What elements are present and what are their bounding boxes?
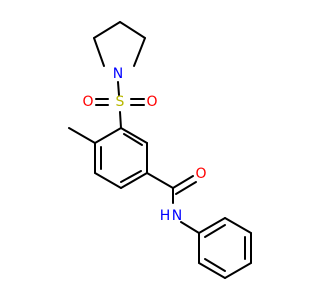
bond <box>94 172 122 189</box>
benzene-ring-phenyl <box>198 217 252 279</box>
structure-svg: N S O O O N H <box>68 21 252 279</box>
bond <box>93 21 121 39</box>
atom-label-h-amide: H <box>160 208 171 224</box>
atom-label-o-left: O <box>82 94 93 110</box>
bond <box>93 37 105 67</box>
bond <box>198 262 226 279</box>
molecule-diagram: N S O O O N H <box>68 21 252 279</box>
atom-label-o-right: O <box>146 94 157 110</box>
atom-label-n-amide: N <box>172 208 182 224</box>
bond-s-ring <box>119 111 122 129</box>
bond <box>224 262 252 279</box>
atom-label-o-carbonyl: O <box>195 166 206 182</box>
bond <box>204 224 226 238</box>
bond <box>204 258 226 272</box>
bond-n-s <box>117 81 120 96</box>
bond <box>94 127 122 144</box>
bond <box>120 172 148 189</box>
atom-label-s: S <box>116 94 125 110</box>
bond <box>119 21 146 39</box>
pyrrolidine-ring <box>93 21 146 67</box>
bond-methyl <box>68 127 96 144</box>
bond <box>120 127 148 144</box>
bond-carbonyl-double <box>172 175 194 189</box>
bond <box>224 217 252 234</box>
bond-n-phenyl <box>180 221 200 234</box>
bond <box>123 133 143 146</box>
bond-carbonyl-double <box>175 181 197 195</box>
sulfonyl-bonds <box>95 98 145 106</box>
benzene-ring-central <box>94 127 148 189</box>
bond <box>198 217 226 234</box>
atom-label-n-pyrrolidine: N <box>113 66 123 82</box>
bond <box>133 37 146 67</box>
bond-ring-carbonyl <box>146 172 174 189</box>
bond <box>120 170 142 183</box>
